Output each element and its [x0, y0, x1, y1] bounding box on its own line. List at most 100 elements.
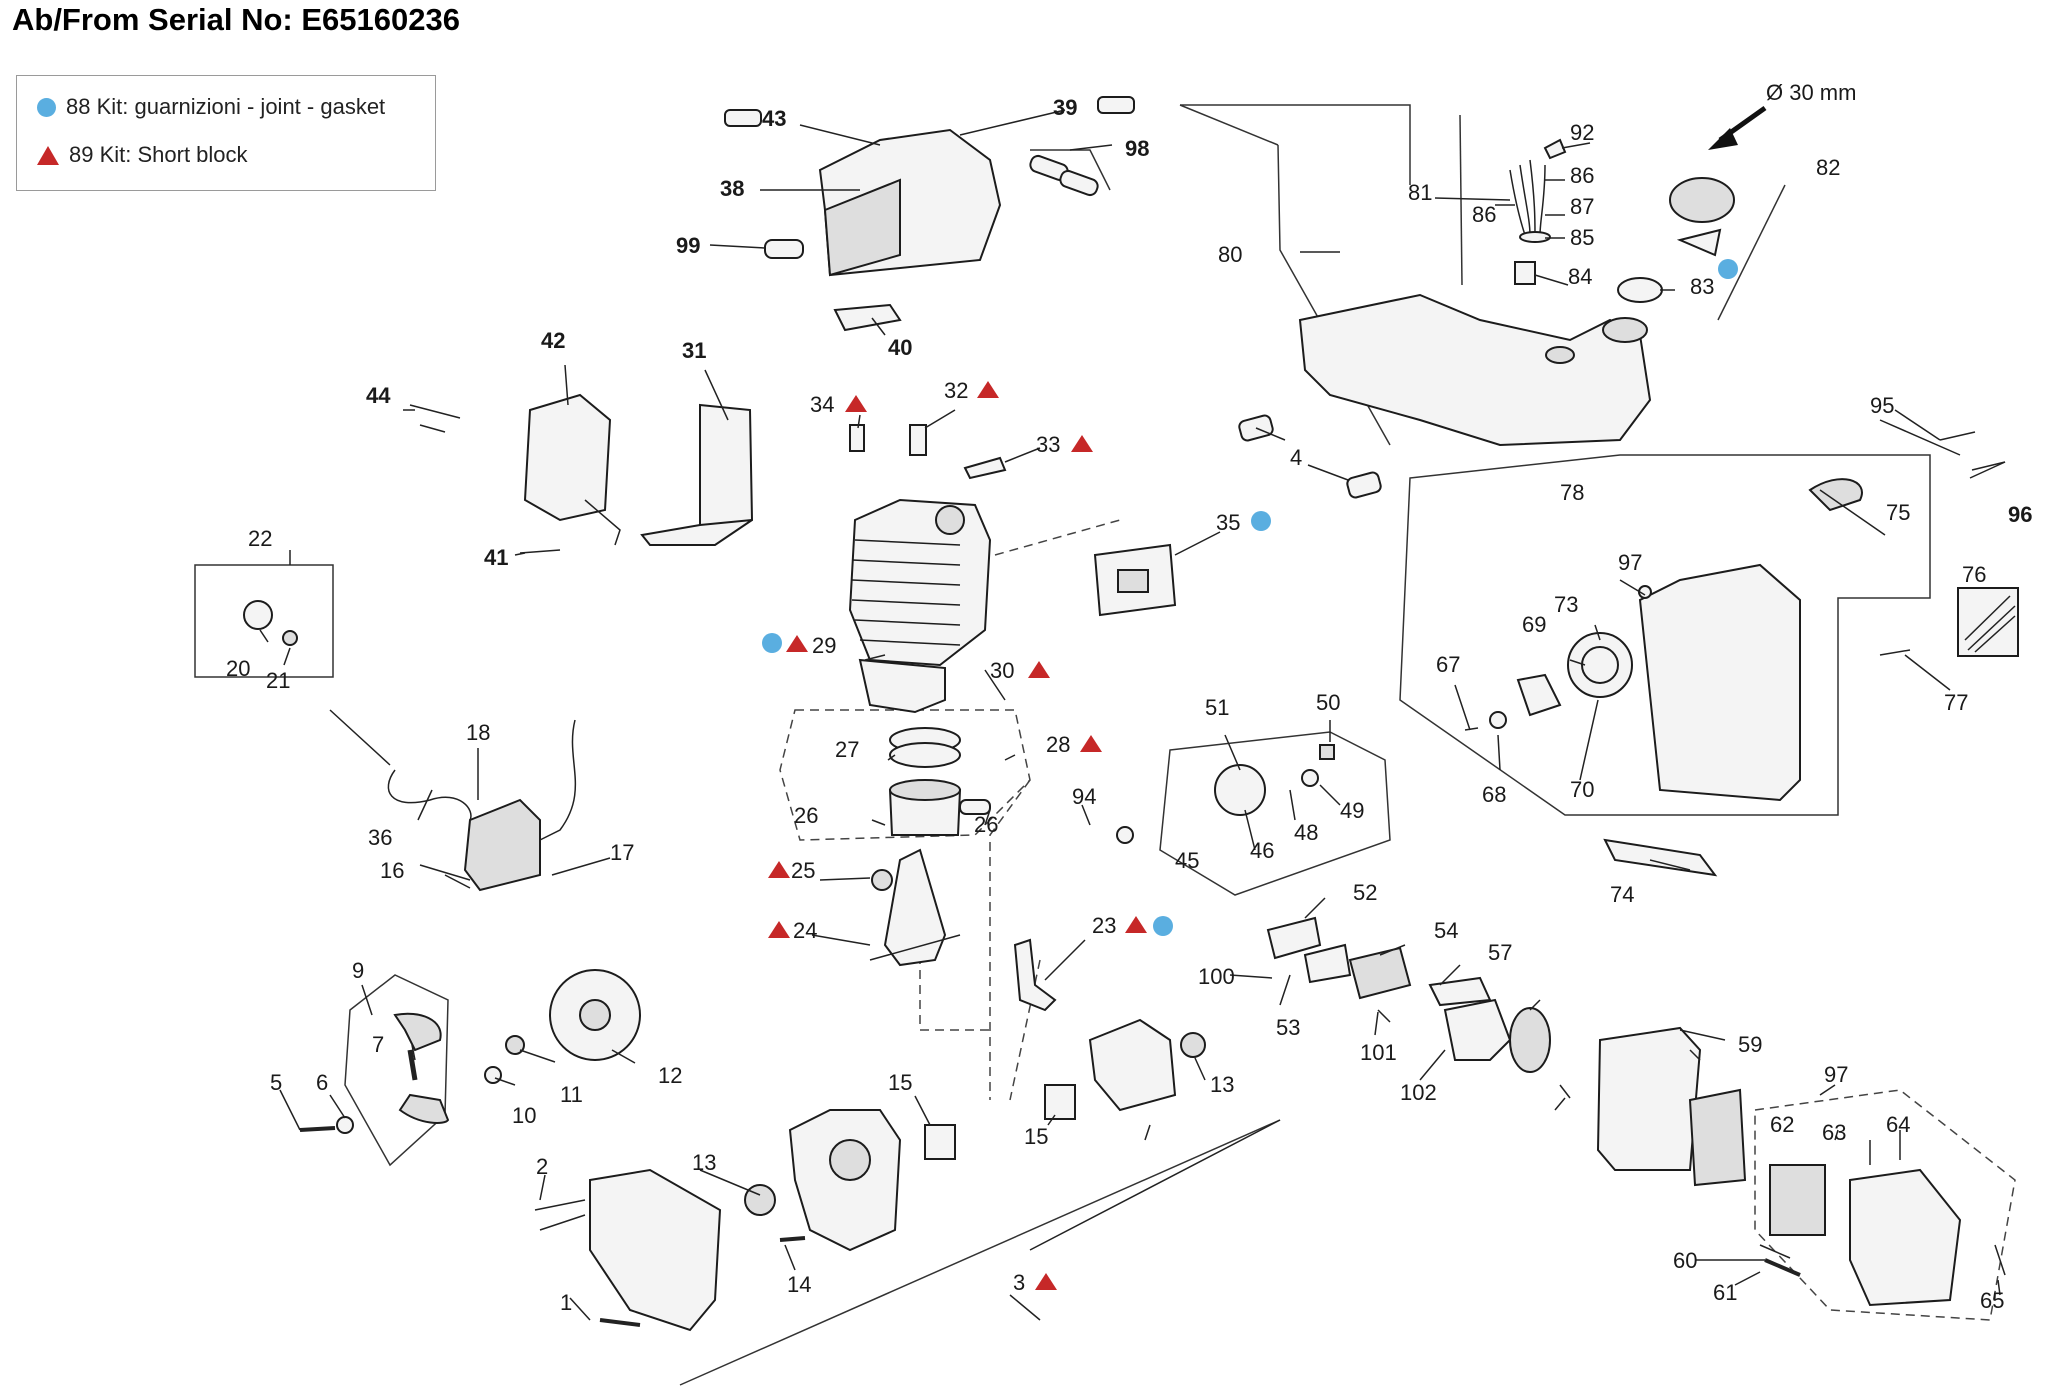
- callout-14: 14: [787, 1272, 811, 1297]
- red-triangle-icon: [1080, 735, 1102, 752]
- callout-77: 78: [1560, 480, 1584, 505]
- callout-24: 24: [793, 918, 817, 943]
- callout-26: 26: [974, 812, 998, 837]
- group-box-9: [344, 974, 449, 1167]
- starter-housing-part: [589, 1168, 722, 1332]
- air-filter-element-part: [1769, 1164, 1826, 1236]
- callout-71: 73: [1554, 592, 1578, 617]
- callout-64: 64: [1886, 1112, 1910, 1137]
- callout-100: 102: [1400, 1080, 1437, 1105]
- callout-12: 12: [658, 1063, 682, 1088]
- callout-95: 97: [1824, 1062, 1848, 1087]
- callout-52: 52: [1353, 880, 1377, 905]
- callout-29: 29: [812, 633, 836, 658]
- callout-34: 34: [810, 392, 834, 417]
- callout-51: 51: [1205, 695, 1229, 720]
- callout-42: 42: [541, 328, 565, 353]
- crankshaft-part: [883, 848, 947, 967]
- blue-dot-icon: [37, 97, 56, 117]
- group-box-77: [1399, 454, 1931, 816]
- callout-leader-lines: [259, 109, 2006, 1321]
- callout-35: 35: [1216, 510, 1240, 535]
- red-triangle-icon: [37, 145, 59, 165]
- callout-99: 101: [1360, 1040, 1397, 1065]
- callout-21: 21: [266, 668, 290, 693]
- callout-87: 92: [1570, 120, 1594, 145]
- callout-33: 33: [1036, 432, 1060, 457]
- filter-screen-part: [1957, 587, 2019, 657]
- air-filter-cover-part: [1849, 1168, 1962, 1307]
- legend-row-short-block: 89 Kit: Short block: [37, 142, 248, 168]
- callout-18: 18: [466, 720, 490, 745]
- ignition-coil-part: [463, 798, 541, 892]
- callout-84: 85: [1570, 225, 1594, 250]
- callout-94: 95: [1870, 393, 1894, 418]
- recoil-starter-housing-part: [1638, 563, 1801, 802]
- callout-50: 50: [1316, 690, 1340, 715]
- red-triangle-icon: [768, 921, 790, 938]
- part-callout-numbers: 43 39 98 38 99 40 42 31 44 41 22 20 21 1…: [226, 80, 2032, 1315]
- red-triangle-icon: [1125, 916, 1147, 933]
- callout-7: 7: [372, 1032, 384, 1057]
- callout-73: 74: [1610, 882, 1634, 907]
- blue-dot-icon: [1251, 511, 1271, 531]
- callout-97: 99: [676, 233, 700, 258]
- assembly-group-outlines: [194, 104, 2016, 1386]
- kit-markers: [762, 259, 1738, 1290]
- callout-62: 62: [1770, 1112, 1794, 1137]
- callout-78: 80: [1218, 242, 1242, 267]
- callout-53: 53: [1276, 1015, 1300, 1040]
- blue-dot-icon: [1153, 916, 1173, 936]
- callout-41: 41: [484, 545, 508, 570]
- callout-9: 9: [352, 958, 364, 983]
- red-triangle-icon: [786, 635, 808, 652]
- callout-31: 31: [682, 338, 706, 363]
- callout-85: 86: [1472, 202, 1496, 227]
- callout-86: 86: [1570, 163, 1594, 188]
- callout-17: 17: [610, 840, 634, 865]
- callout-45: 45: [1175, 848, 1199, 873]
- callout-68: 68: [1482, 782, 1506, 807]
- callout-63: 63: [1822, 1120, 1846, 1145]
- serial-number-heading: Ab/From Serial No: E65160236: [12, 2, 460, 37]
- callout-27: 27: [835, 737, 859, 762]
- callout-30: 30: [990, 658, 1014, 683]
- callout-23: 23: [1092, 913, 1116, 938]
- blue-dot-icon: [762, 633, 782, 653]
- callout-94: 96: [2008, 502, 2032, 527]
- fuel-cap-part: [1669, 177, 1735, 223]
- callout-32: 32: [944, 378, 968, 403]
- callout-92: 94: [1072, 784, 1096, 809]
- kit-legend: 88 Kit: guarnizioni - joint - gasket 89 …: [16, 75, 436, 191]
- callout-11: 11: [560, 1082, 583, 1107]
- callout-60: 60: [1673, 1248, 1697, 1273]
- callout-13: 13: [1210, 1072, 1234, 1097]
- legend-row-gasket-kit: 88 Kit: guarnizioni - joint - gasket: [37, 94, 385, 120]
- callout-39: 39: [1053, 95, 1077, 120]
- callout-75: 76: [1962, 562, 1986, 587]
- group-box-28: [779, 709, 1031, 841]
- red-triangle-icon: [845, 395, 867, 412]
- red-triangle-icon: [977, 381, 999, 398]
- callout-36: 36: [368, 825, 392, 850]
- callout-86: 87: [1570, 194, 1594, 219]
- callout-26: 26: [794, 803, 818, 828]
- callout-98: 100: [1198, 964, 1235, 989]
- callout-70: 70: [1570, 777, 1594, 802]
- air-filter-base-part: [1596, 1026, 1702, 1171]
- callout-43: 43: [762, 106, 786, 131]
- callout-82: 83: [1690, 274, 1714, 299]
- callout-15: 15: [888, 1070, 912, 1095]
- clutch-shoe-part: [393, 1012, 442, 1052]
- callout-81: 82: [1816, 155, 1840, 180]
- group-box-22: [194, 564, 334, 678]
- fuel-cap-diameter-note: Ø 30 mm: [1766, 80, 1856, 105]
- heat-shield-part: [699, 403, 754, 537]
- crankcase-half-right-part: [1088, 1018, 1177, 1112]
- callout-83: 84: [1568, 264, 1592, 289]
- callout-22: 22: [248, 526, 272, 551]
- legend-gasket-label: 88 Kit: guarnizioni - joint - gasket: [66, 94, 386, 119]
- callout-57: 57: [1488, 940, 1512, 965]
- carburetor-part: [1443, 998, 1512, 1061]
